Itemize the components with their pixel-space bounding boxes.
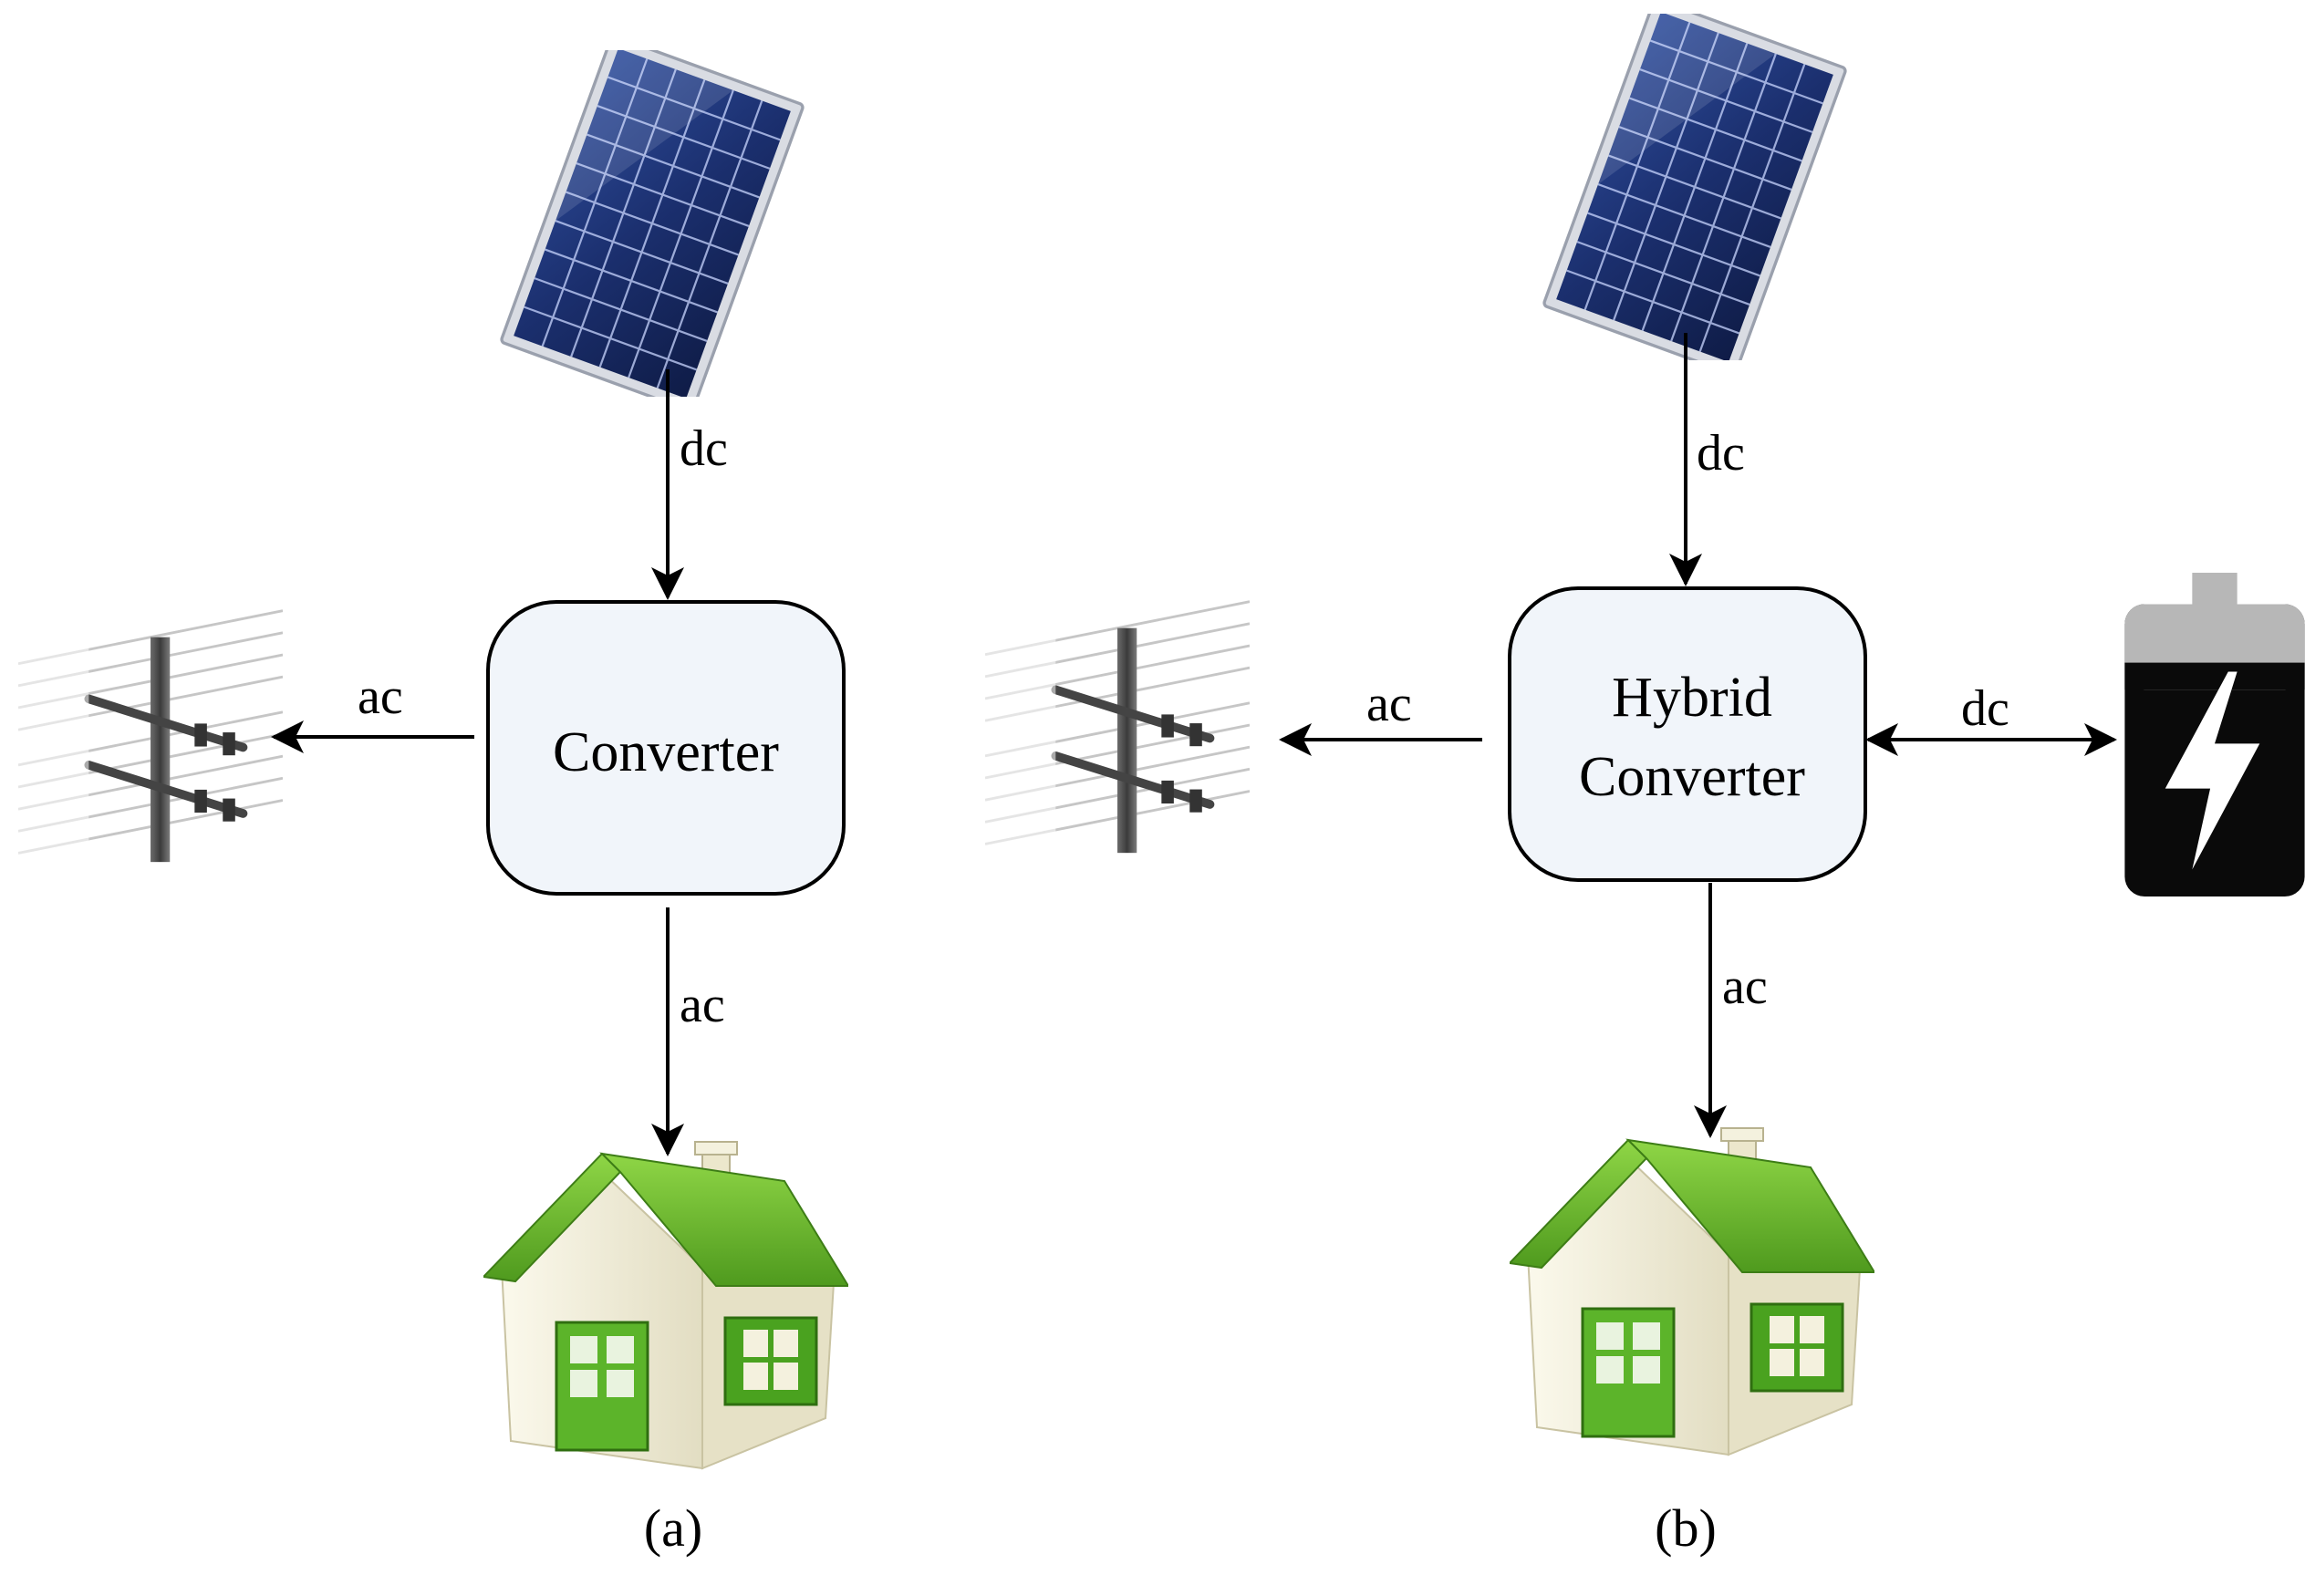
hybrid-converter-box bbox=[1508, 586, 1867, 882]
hybrid-label-line1: Hybrid bbox=[1612, 667, 1772, 729]
label-grid-ac: ac bbox=[358, 668, 403, 725]
power-pole-icon bbox=[985, 593, 1250, 857]
solar-panel-icon bbox=[499, 50, 805, 397]
label-pv-dc: dc bbox=[1697, 425, 1745, 482]
power-pole-icon bbox=[18, 602, 283, 866]
caption-b: (b) bbox=[1655, 1498, 1717, 1558]
house-icon bbox=[1510, 1126, 1874, 1456]
converter-label: Converter bbox=[553, 721, 779, 783]
label-home-ac: ac bbox=[1722, 959, 1768, 1015]
converter-box bbox=[486, 600, 846, 896]
hybrid-label-line2: Converter bbox=[1579, 746, 1805, 808]
solar-panel-icon bbox=[1542, 14, 1848, 360]
battery-icon bbox=[2124, 573, 2305, 896]
house-icon bbox=[483, 1140, 848, 1470]
label-home-ac: ac bbox=[680, 977, 725, 1033]
label-battery-dc: dc bbox=[1961, 680, 2009, 737]
diagram-b: Hybrid Converter dc ac dc ac (b) bbox=[985, 14, 2305, 1558]
diagram-a: Converter dc ac ac (a) bbox=[18, 50, 848, 1558]
label-grid-ac: ac bbox=[1366, 676, 1412, 732]
caption-a: (a) bbox=[644, 1498, 702, 1558]
label-pv-dc: dc bbox=[680, 420, 728, 477]
